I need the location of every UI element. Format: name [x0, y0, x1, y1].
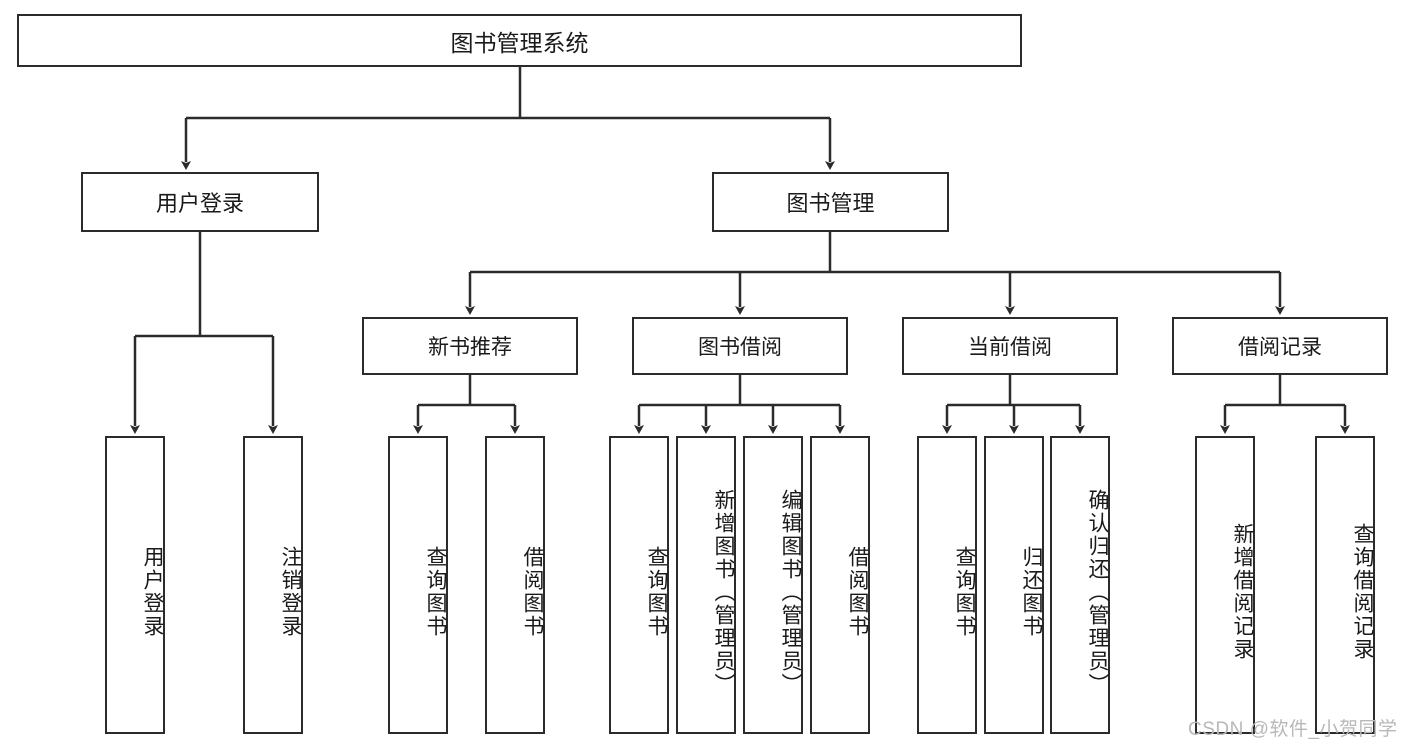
node-user-login[interactable]: 用户登录	[81, 172, 319, 232]
node-leaf-add-book[interactable]: 新增图书（管理员）	[676, 436, 736, 734]
node-book-borrow[interactable]: 图书借阅	[632, 317, 848, 375]
node-leaf-user-logout[interactable]: 注销登录	[243, 436, 303, 734]
node-leaf-return-book-label: 归还图书	[1020, 546, 1043, 638]
node-leaf-borrow-book-2[interactable]: 借阅图书	[810, 436, 870, 734]
node-leaf-add-book-label: 新增图书（管理员）	[712, 488, 735, 696]
node-leaf-query-book-3[interactable]: 查询图书	[917, 436, 977, 734]
node-user-login-label: 用户登录	[155, 191, 244, 216]
node-leaf-confirm-return-label: 确认归还（管理员）	[1086, 488, 1109, 696]
node-leaf-query-record-label: 查询借阅记录	[1351, 523, 1374, 661]
node-new-book-recommend[interactable]: 新书推荐	[362, 317, 578, 375]
node-leaf-query-record[interactable]: 查询借阅记录	[1315, 436, 1375, 734]
node-leaf-borrow-book-1[interactable]: 借阅图书	[485, 436, 545, 734]
node-leaf-confirm-return[interactable]: 确认归还（管理员）	[1050, 436, 1110, 734]
node-leaf-query-book-2[interactable]: 查询图书	[609, 436, 669, 734]
node-leaf-user-login-label: 用户登录	[141, 546, 164, 638]
node-current-borrow[interactable]: 当前借阅	[902, 317, 1118, 375]
node-root-label: 图书管理系统	[450, 29, 589, 56]
node-leaf-user-login[interactable]: 用户登录	[105, 436, 165, 734]
node-leaf-query-book-3-label: 查询图书	[953, 546, 976, 638]
node-leaf-add-record-label: 新增借阅记录	[1231, 523, 1254, 661]
node-leaf-edit-book[interactable]: 编辑图书（管理员）	[743, 436, 803, 734]
csdn-watermark: CSDN @软件_小贺同学	[1188, 719, 1398, 740]
node-leaf-edit-book-label: 编辑图书（管理员）	[779, 488, 802, 696]
node-leaf-query-book-1-label: 查询图书	[424, 546, 447, 638]
node-borrow-record-label: 借阅记录	[1238, 336, 1322, 359]
node-current-borrow-label: 当前借阅	[968, 336, 1052, 359]
node-leaf-user-logout-label: 注销登录	[279, 546, 302, 638]
node-leaf-borrow-book-2-label: 借阅图书	[846, 546, 869, 638]
node-root[interactable]: 图书管理系统	[17, 14, 1022, 67]
node-book-borrow-label: 图书借阅	[698, 336, 782, 359]
node-book-manage[interactable]: 图书管理	[712, 172, 949, 232]
node-leaf-query-book-2-label: 查询图书	[645, 546, 668, 638]
node-leaf-borrow-book-1-label: 借阅图书	[521, 546, 544, 638]
node-leaf-add-record[interactable]: 新增借阅记录	[1195, 436, 1255, 734]
node-new-book-recommend-label: 新书推荐	[428, 336, 512, 359]
node-leaf-return-book[interactable]: 归还图书	[984, 436, 1044, 734]
node-leaf-query-book-1[interactable]: 查询图书	[388, 436, 448, 734]
node-borrow-record[interactable]: 借阅记录	[1172, 317, 1388, 375]
node-book-manage-label: 图书管理	[786, 191, 875, 216]
